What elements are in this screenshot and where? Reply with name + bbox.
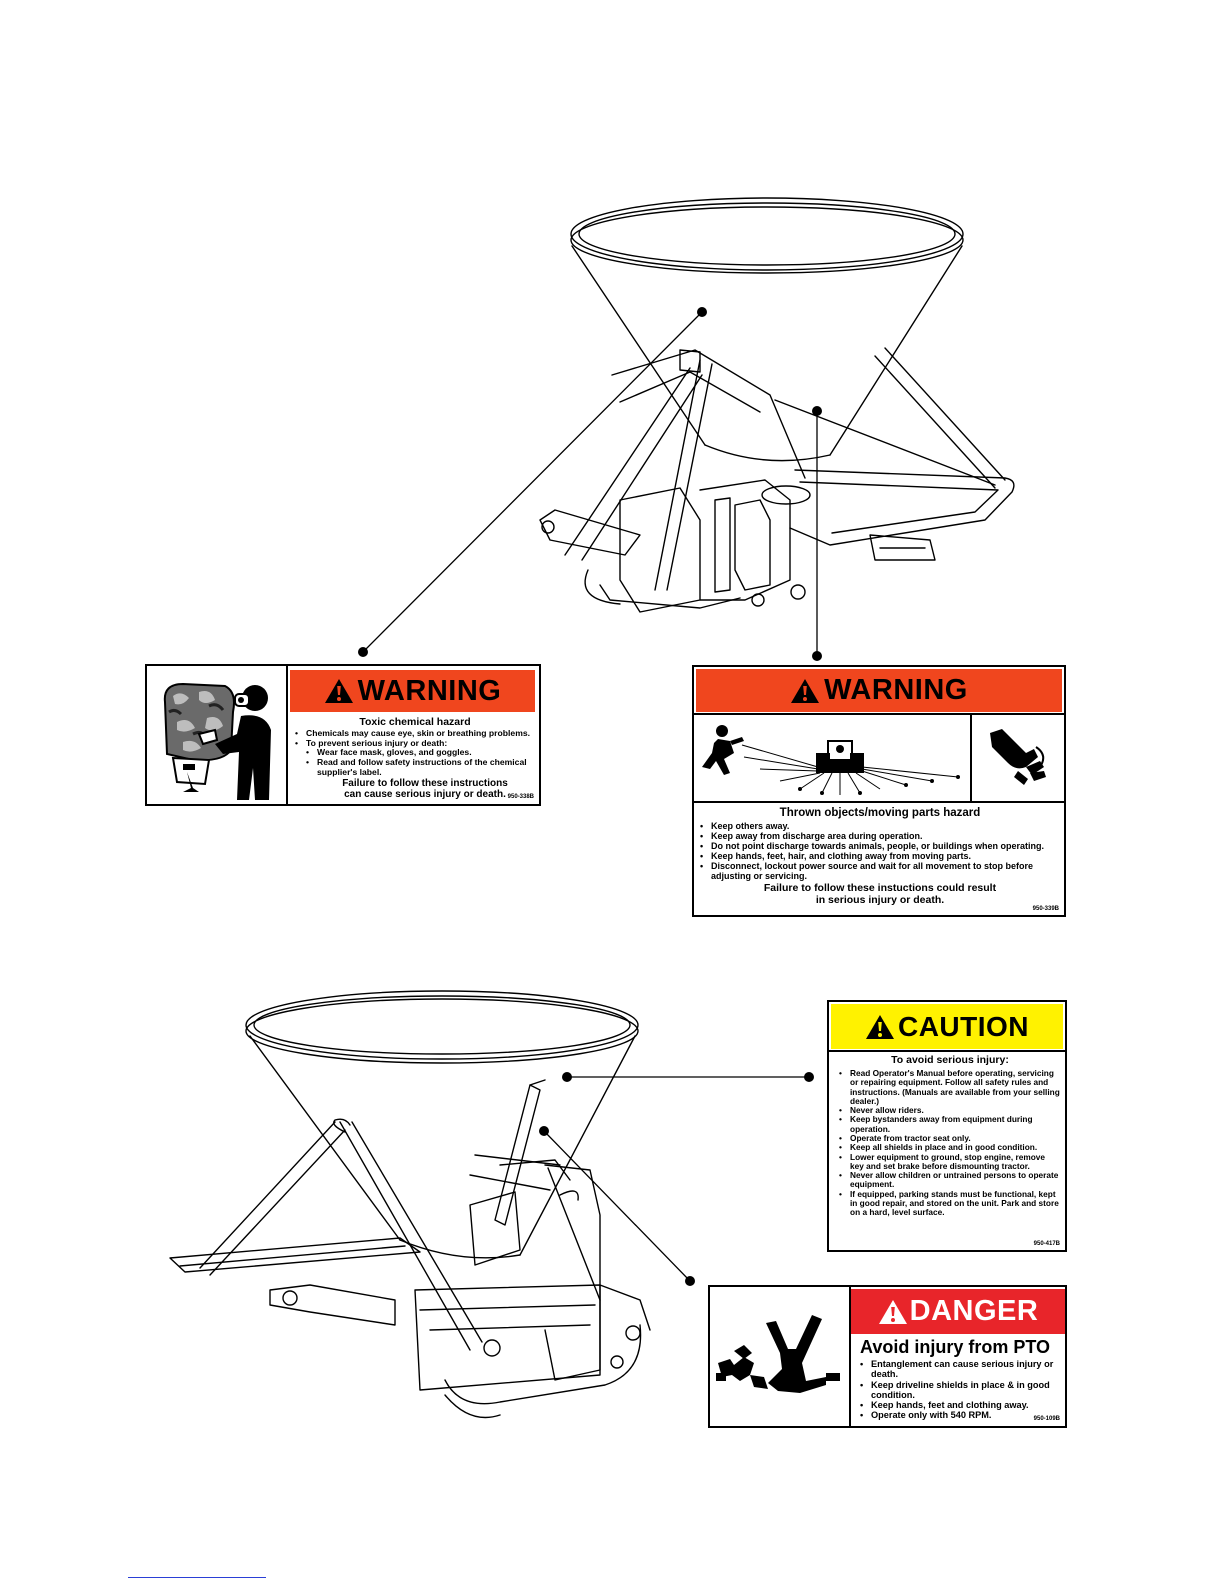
signal-word: CAUTION	[897, 1010, 1030, 1042]
hazard-title: Thrown objects/moving parts hazard	[779, 807, 981, 819]
part-number: 950-338B	[507, 794, 534, 800]
hazard-line: Keep away from discharge area during ope…	[700, 831, 1060, 841]
failure-line: in serious injury or death.	[815, 894, 945, 907]
warning-decal-thrown-objects: WARNING	[692, 665, 1066, 917]
part-number: 950-109B	[1033, 1416, 1060, 1422]
hazard-line: Keep others away.	[700, 821, 1060, 831]
danger-line: Keep hands, feet and clothing away.	[860, 1400, 1062, 1411]
caution-title: To avoid serious injury:	[891, 1054, 1009, 1066]
caution-line: Never allow riders.	[839, 1105, 1061, 1115]
caution-header: CAUTION	[831, 1004, 1063, 1049]
failure-line: Failure to follow these instructions	[342, 778, 508, 790]
bottom-spreader-illustration	[169, 990, 651, 1419]
danger-triangle-icon	[878, 1299, 907, 1324]
danger-line: Entanglement can cause serious injury or…	[860, 1359, 1062, 1380]
part-number: 950-339B	[1032, 906, 1059, 912]
signal-word: WARNING	[824, 674, 968, 706]
caution-line: Operate from tractor seat only.	[839, 1133, 1061, 1143]
top-spreader-illustration	[539, 197, 1015, 613]
warning-triangle-icon	[791, 678, 820, 703]
danger-header: DANGER	[851, 1289, 1065, 1334]
leader-lines	[362, 311, 818, 1282]
chemical-handling-pictogram-icon	[163, 682, 271, 800]
hazard-line: Do not point discharge towards animals, …	[700, 841, 1060, 851]
danger-line: Operate only with 540 RPM.	[860, 1410, 1062, 1421]
warning-triangle-icon	[324, 679, 353, 703]
hazard-line: Chemicals may cause eye, skin or breathi…	[295, 728, 535, 739]
caution-line: Keep all shields in place and in good co…	[839, 1142, 1061, 1152]
signal-word: WARNING	[357, 674, 502, 707]
warning-header: WARNING	[290, 670, 535, 712]
part-number: 950-417B	[1033, 1241, 1060, 1247]
hazard-line: Read and follow safety instructions of t…	[295, 757, 535, 777]
hazard-line: Keep hands, feet, hair, and clothing awa…	[700, 851, 1060, 861]
thrown-objects-pictogram-icon	[702, 725, 960, 795]
hazard-line: Wear face mask, gloves, and goggles.	[295, 748, 535, 758]
danger-line: Keep driveline shields in place & in goo…	[860, 1380, 1062, 1401]
caution-line: Lower equipment to ground, stop engine, …	[839, 1152, 1061, 1172]
signal-word: DANGER	[909, 1295, 1039, 1327]
warning-header: WARNING	[696, 669, 1062, 712]
failure-line: Failure to follow these instuctions coul…	[763, 882, 997, 895]
caution-line: If equipped, parking stands must be func…	[839, 1189, 1061, 1218]
hazard-line: Disconnect, lockout power source and wai…	[700, 861, 1060, 881]
leader-dots	[358, 307, 822, 1286]
hazard-title: Toxic chemical hazard	[359, 716, 471, 728]
caution-triangle-icon	[865, 1014, 894, 1039]
caution-line: Keep bystanders away from equipment duri…	[839, 1115, 1061, 1134]
danger-decal-pto: DANGER Avoid injury from PTO Entanglemen…	[708, 1285, 1067, 1428]
footer-rule	[128, 1577, 266, 1578]
caution-decal: CAUTION To avoid serious injury: Read Op…	[827, 1000, 1067, 1252]
failure-line: can cause serious injury or death.	[344, 789, 506, 801]
hand-entanglement-pictogram-icon	[990, 729, 1046, 785]
hazard-line: To prevent serious injury or death:	[295, 738, 535, 749]
caution-line: Read Operator's Manual before operating,…	[839, 1068, 1061, 1106]
pto-entanglement-pictogram-icon	[716, 1315, 840, 1393]
danger-title: Avoid injury from PTO	[860, 1337, 1051, 1357]
warning-decal-toxic-chemical: WARNING Toxic chemical hazard Chemicals …	[145, 664, 541, 806]
caution-line: Never allow children or untrained person…	[839, 1171, 1061, 1190]
